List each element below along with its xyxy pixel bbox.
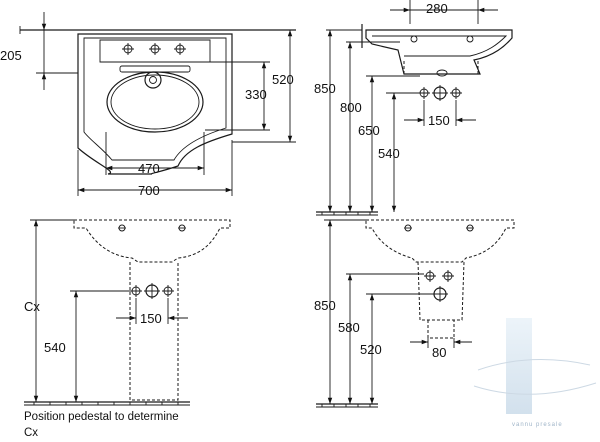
dim-800-label: 800 [340, 100, 362, 115]
bowl-outline [106, 71, 204, 133]
basin-side-outline [365, 29, 513, 75]
dim-cx-label: Cx [24, 299, 40, 314]
drain-inner [149, 76, 157, 84]
bowl-inner [110, 74, 200, 130]
floor-front [24, 401, 190, 406]
floor-side-bottom [316, 403, 378, 408]
dim-850-side-label: 850 [314, 81, 336, 96]
dim-540-side-label: 540 [378, 146, 400, 161]
dim-330-label: 330 [245, 87, 267, 102]
tap-holes-side-pedestal [424, 270, 454, 302]
watermark-text: vannu presale [512, 422, 563, 428]
tap-holes-front [130, 283, 174, 299]
top-view: 205 330 520 470 700 [0, 12, 296, 198]
basin-side-pedestal-dashed [365, 219, 515, 263]
caption-line-1: Position pedestal to determine [24, 411, 179, 423]
watermark-logo: vannu presale [473, 318, 597, 428]
dim-580-label: 580 [338, 320, 360, 335]
dim-700-label: 700 [138, 183, 160, 198]
side-view: 280 850 800 650 540 [314, 0, 513, 216]
dim-150-front-label: 150 [140, 311, 162, 326]
dim-470-label: 470 [138, 161, 160, 176]
dim-150-side-label: 150 [428, 113, 450, 128]
pedestal-side-upper-dashed [417, 261, 465, 321]
dim-540-front-label: 540 [44, 340, 66, 355]
dim-205-label: 205 [0, 48, 22, 63]
drain-outer [144, 71, 162, 89]
side-pedestal-view: 850 580 520 80 [314, 219, 515, 408]
dim-850-pedestal-label: 850 [314, 298, 336, 313]
tap-holes-top [122, 43, 186, 55]
basin-side-rim [372, 35, 508, 57]
dim-280-label: 280 [426, 1, 448, 16]
basin-front-dashed [73, 219, 231, 263]
pedestal-front-dashed [129, 262, 179, 401]
dim-520-pedestal-label: 520 [360, 342, 382, 357]
basin-rim-top [83, 37, 227, 161]
pedestal-side-lower-dashed [427, 320, 455, 339]
dim-520-label: 520 [272, 72, 294, 87]
basin-side-hidden [403, 60, 479, 74]
dim-80-label: 80 [432, 345, 446, 360]
front-pedestal-view: Cx 540 150 Position pedestal to determin… [24, 219, 231, 439]
floor-side-top [316, 211, 378, 216]
caption-line-2: Cx [24, 427, 38, 439]
dim-650-label: 650 [358, 123, 380, 138]
basin-outline-top [77, 33, 233, 175]
overflow-slot [119, 65, 191, 73]
tap-holes-side [418, 85, 462, 101]
